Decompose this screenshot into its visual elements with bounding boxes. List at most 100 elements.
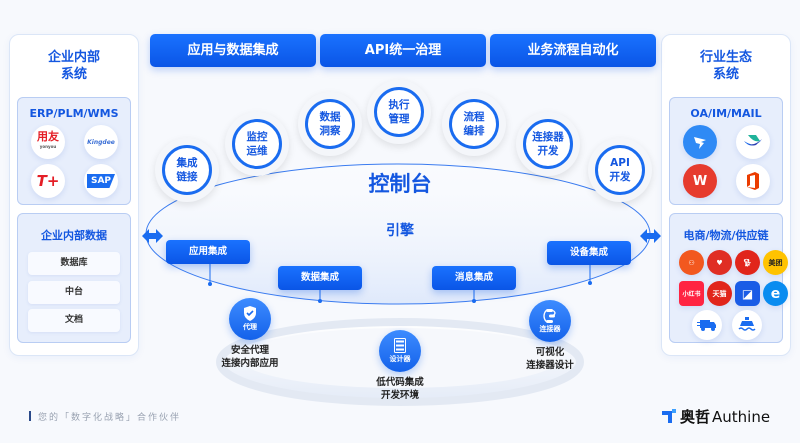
brand-en: Authine	[712, 407, 771, 426]
erp-group: ERP/PLM/WMS 用友 yonyou Kingdee T+ SAP	[17, 97, 131, 205]
feature-designer: 设计器 低代码集成开发环境	[355, 330, 445, 402]
erp-group-title: ERP/PLM/WMS	[29, 107, 119, 120]
connector-icon-label: 连接器	[539, 324, 561, 333]
jd-logo: 🐕︎	[735, 250, 760, 275]
cap-line2: 管理	[388, 113, 410, 125]
app-integration-pill[interactable]: 应用集成	[166, 240, 250, 264]
internal-systems-panel: 企业内部 系统 ERP/PLM/WMS 用友 yonyou Kingdee T+…	[9, 34, 139, 356]
feature-line1: 安全代理	[230, 345, 269, 356]
capability-process-orchestration[interactable]: 流程编排	[442, 92, 506, 156]
xiaohongshu-logo: 小红书	[679, 281, 704, 306]
cap-line2: 运维	[246, 145, 268, 157]
data-item-documents: 文档	[28, 309, 120, 332]
business-process-automation-button[interactable]: 业务流程自动化	[490, 34, 656, 67]
designer-icon-label: 设计器	[389, 355, 411, 363]
ecosystem-panel: 行业生态 系统 OA/IM/MAIL W 电商/物流/供应链 ⚇ ♥ 🐕︎ 美团…	[661, 34, 791, 356]
brand-logo: 奥哲 Authine	[662, 406, 770, 427]
meituan-text: 美团	[768, 258, 783, 267]
message-integration-pill[interactable]: 消息集成	[432, 266, 516, 290]
xiaohongshu-text: 小红书	[682, 291, 701, 298]
capability-data-insight[interactable]: 数据洞察	[298, 92, 362, 156]
truck-icon	[692, 310, 722, 340]
eleme-logo: e	[763, 281, 788, 306]
right-bidirectional-arrow-icon	[640, 229, 661, 243]
proxy-icon: 代理	[229, 298, 271, 340]
meituan-logo: 美团	[763, 250, 788, 275]
connector-dot	[318, 299, 322, 303]
tmall-logo: 天猫	[707, 281, 732, 306]
title-line1: 企业内部	[47, 50, 100, 65]
internal-data-group: 企业内部数据 数据库 中台 文档	[17, 213, 131, 343]
feature-line2: 连接内部应用	[221, 358, 279, 369]
kingdee-text: Kingdee	[87, 138, 115, 146]
weidian-logo: ◪	[735, 281, 760, 306]
ecommerce-group: 电商/物流/供应链 ⚇ ♥ 🐕︎ 美团 小红书 天猫 ◪ e	[669, 213, 788, 343]
proxy-icon-label: 代理	[243, 323, 257, 331]
internal-systems-title: 企业内部 系统	[10, 49, 138, 83]
tplus-logo: T+	[31, 164, 65, 198]
tplus-text: T+	[36, 172, 60, 190]
data-integration-pill[interactable]: 数据集成	[278, 266, 362, 290]
connector-dot	[208, 282, 212, 286]
connector-icon: 连接器	[529, 300, 571, 342]
data-item-database: 数据库	[28, 252, 120, 275]
pinduoduo-logo: ♥	[707, 250, 732, 275]
feature-line2: 开发环境	[380, 390, 419, 401]
ship-icon	[732, 310, 762, 340]
capability-monitoring-ops[interactable]: 监控运维	[225, 112, 289, 176]
footer-bar	[29, 411, 31, 421]
dingtalk-logo	[683, 125, 717, 159]
authine-logo-icon	[662, 408, 676, 423]
office-logo	[736, 164, 770, 198]
kingdee-logo: Kingdee	[84, 125, 118, 159]
capability-connector-dev[interactable]: 连接器开发	[516, 112, 580, 176]
api-governance-button[interactable]: API统一治理	[320, 34, 486, 67]
wps-logo: W	[683, 164, 717, 198]
cap-line2: 开发	[537, 145, 559, 157]
designer-icon: 设计器	[379, 330, 421, 372]
lark-logo	[736, 125, 770, 159]
ecosystem-title: 行业生态 系统	[662, 49, 790, 83]
cap-line2: 链接	[176, 171, 198, 183]
cap-line1: 集成	[176, 157, 198, 169]
feature-line2: 连接器设计	[526, 360, 574, 371]
yonyou-sub: yonyou	[39, 144, 57, 149]
engine-title: 引擎	[386, 223, 414, 239]
cap-line2: 开发	[609, 171, 631, 183]
cap-line2: 洞察	[319, 125, 341, 137]
feature-proxy: 代理 安全代理连接内部应用	[205, 298, 295, 370]
brand-cn: 奥哲	[680, 408, 711, 426]
sap-logo: SAP	[84, 164, 118, 198]
device-integration-pill[interactable]: 设备集成	[547, 241, 631, 265]
title-line1: 行业生态	[699, 50, 752, 65]
ecommerce-title: 电商/物流/供应链	[683, 229, 769, 242]
cap-line1: 监控	[246, 131, 268, 143]
sap-text: SAP	[86, 174, 116, 188]
cap-line2: 编排	[463, 125, 485, 137]
feature-line1: 低代码集成	[376, 377, 424, 388]
title-line2: 系统	[60, 67, 87, 82]
cap-line1: 流程	[463, 111, 485, 123]
cap-line1: API	[610, 157, 630, 169]
feature-line1: 可视化	[535, 347, 565, 358]
console-title: 控制台	[368, 172, 432, 196]
footer-slogan: 您的「数字化战略」合作伙伴	[38, 413, 182, 423]
internal-data-title: 企业内部数据	[41, 229, 107, 242]
connector-dot	[588, 281, 592, 285]
title-line2: 系统	[712, 67, 739, 82]
capability-api-dev[interactable]: API 开发	[588, 138, 652, 202]
capability-execution-management[interactable]: 执行管理	[367, 80, 431, 144]
cap-line1: 执行	[388, 99, 410, 111]
tmall-text: 天猫	[712, 289, 727, 298]
yonyou-logo: 用友 yonyou	[31, 125, 65, 159]
cap-line1: 连接器	[532, 131, 564, 143]
feature-connector: 连接器 可视化连接器设计	[505, 300, 595, 372]
wps-text: W	[692, 173, 708, 189]
kuaishou-logo: ⚇	[679, 250, 704, 275]
capability-integration-link[interactable]: 集成链接	[155, 138, 219, 202]
app-data-integration-button[interactable]: 应用与数据集成	[150, 34, 316, 67]
data-item-middle-platform: 中台	[28, 281, 120, 304]
left-bidirectional-arrow-icon	[142, 229, 163, 243]
connector-dot	[472, 299, 476, 303]
eleme-text: e	[770, 285, 781, 302]
